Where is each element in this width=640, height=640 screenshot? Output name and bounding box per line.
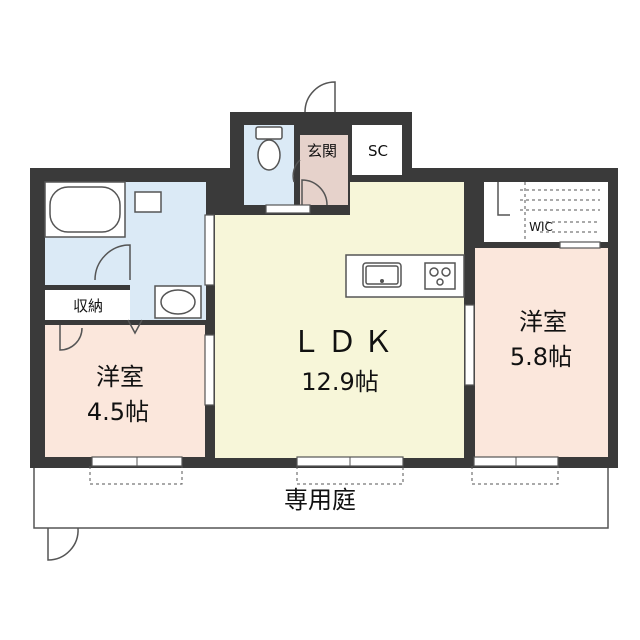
- ldk-floor: [215, 182, 464, 458]
- garden-area: [33, 465, 609, 529]
- garden-label: 専用庭: [284, 486, 356, 514]
- bathtub-icon: [44, 181, 126, 238]
- toilet-icon: [255, 126, 283, 171]
- wic-label: WIC: [529, 220, 553, 234]
- ldk-name: ＬＤＫ: [291, 325, 399, 360]
- bedroom-left-floor: [45, 325, 205, 457]
- bedroom-left-name: 洋室: [96, 363, 144, 391]
- bedroom-right-floor: [475, 248, 608, 457]
- storage-floor: [45, 290, 130, 320]
- entrance-label: 玄関: [307, 142, 337, 160]
- sink-icon: [362, 262, 402, 288]
- bedroom-right-size: 5.8帖: [510, 343, 572, 371]
- stove-icon: [424, 262, 456, 290]
- washbasin-icon: [134, 191, 202, 319]
- window-icon: [91, 204, 601, 467]
- storage-label: 収納: [73, 297, 103, 315]
- kitchen-counter: [345, 254, 465, 298]
- shoe-closet-label: SC: [368, 142, 388, 160]
- door-swing-icon: [47, 81, 510, 561]
- bedroom-left-size: 4.5帖: [87, 398, 149, 426]
- bedroom-right-name: 洋室: [519, 308, 567, 336]
- wic-shelves: [520, 182, 600, 242]
- window-swing-lines: [89, 466, 559, 485]
- shoe-closet: [352, 125, 402, 175]
- ldk-size: 12.9帖: [301, 368, 378, 396]
